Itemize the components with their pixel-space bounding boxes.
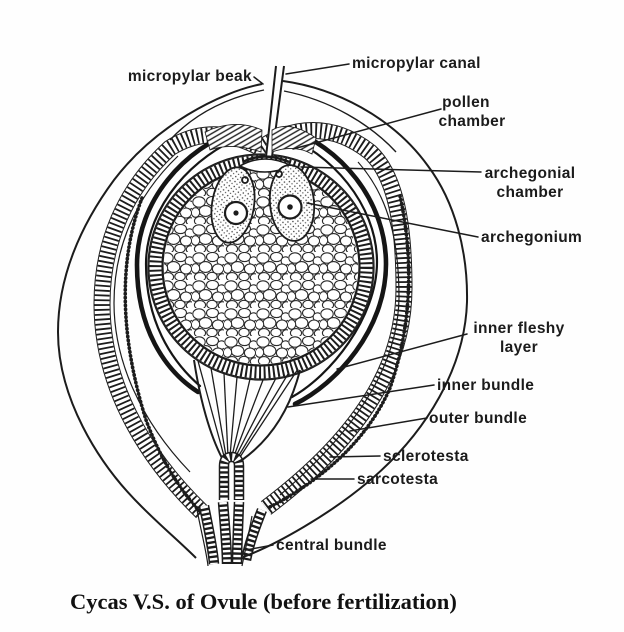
outer-bundle-strips [123, 194, 411, 522]
labels: micropylar beak micropylar canal pollen … [128, 55, 582, 554]
archegonium-right [268, 164, 316, 242]
leader-archegonial-chamber [300, 166, 482, 173]
figure-caption: Cycas V.S. of Ovule (before fertilizatio… [70, 589, 457, 614]
collar-line-right [283, 90, 397, 153]
layer-boundary-lines [113, 155, 400, 496]
label-micropylar-canal: micropylar canal [352, 55, 481, 72]
label-archegonial-chamber-line2: chamber [496, 184, 563, 201]
archegonium-left [210, 166, 256, 244]
leader-lines [245, 63, 482, 551]
label-central-bundle: central bundle [276, 537, 387, 554]
leader-central-bundle [245, 544, 274, 551]
label-outer-bundle: outer bundle [429, 410, 527, 427]
label-sarcotesta: sarcotesta [357, 471, 438, 488]
gametophyte-cells [161, 167, 361, 367]
label-inner-bundle: inner bundle [437, 377, 534, 394]
label-archegonium: archegonium [481, 229, 582, 246]
leader-inner-bundle [287, 384, 435, 408]
label-sclerotesta: sclerotesta [383, 448, 469, 465]
leader-micropylar-beak [253, 76, 264, 85]
micropyle-hatch-wedges [204, 124, 317, 155]
leader-outer-bundle [349, 417, 428, 432]
leader-inner-fleshy-layer [336, 333, 468, 370]
central-bundle-stalk [196, 451, 267, 567]
inner-bundle-line [283, 125, 389, 407]
label-inner-fleshy-layer-line2: layer [500, 339, 538, 356]
leader-pollen-chamber [292, 108, 442, 150]
chalaza-fan [193, 359, 301, 461]
leader-sclerotesta [329, 455, 381, 458]
leader-micropylar-canal [285, 63, 350, 75]
label-inner-fleshy-layer-line1: inner fleshy [473, 320, 564, 337]
label-micropylar-beak: micropylar beak [128, 68, 252, 85]
neck-cell-right [275, 170, 283, 178]
label-pollen-chamber-line1: pollen [442, 94, 490, 111]
label-archegonial-chamber-line1: archegonial [485, 165, 576, 182]
leader-archegonium [306, 202, 479, 238]
pollen-chamber [238, 155, 294, 173]
label-pollen-chamber-line2: chamber [438, 113, 505, 130]
inner-fleshy-layer [134, 125, 389, 407]
collar-line-left [169, 89, 265, 141]
sarcotesta-outline [56, 80, 469, 559]
neck-cell-left [241, 176, 249, 184]
